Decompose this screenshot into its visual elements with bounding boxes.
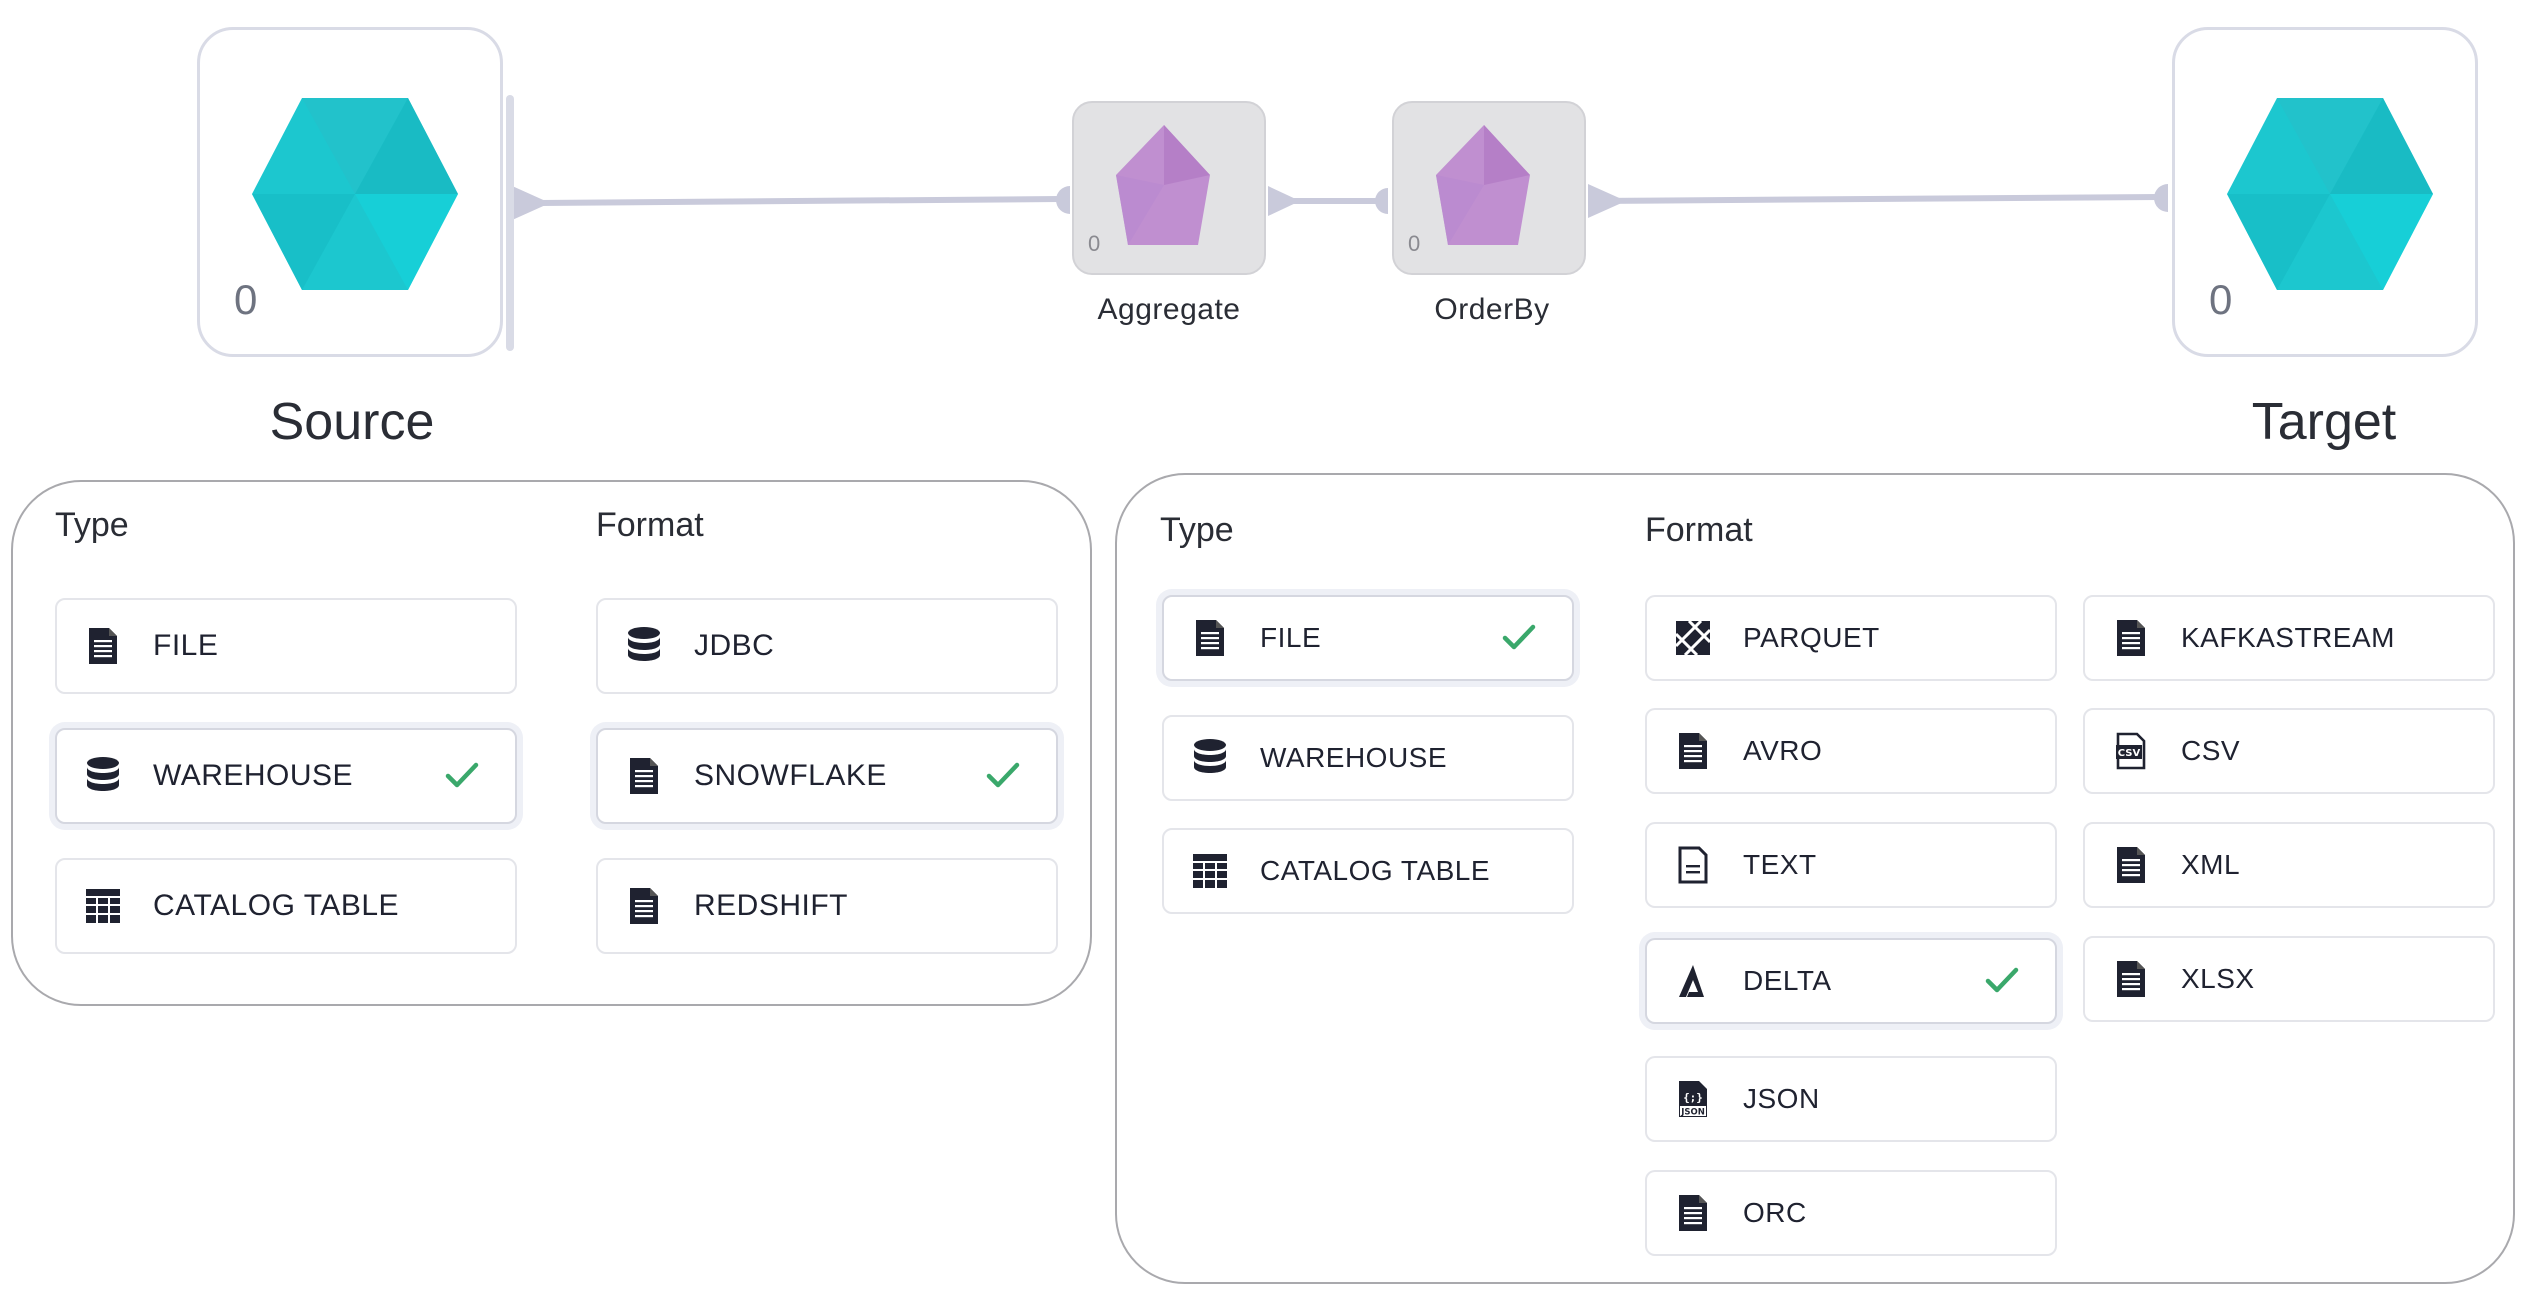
text-file-icon — [1673, 845, 1713, 885]
aggregate-count: 0 — [1088, 231, 1101, 256]
arrowhead — [1588, 184, 1626, 218]
type-column-label: Type — [1160, 511, 1234, 549]
target-type-file[interactable]: FILE — [1162, 595, 1574, 681]
file-icon — [1673, 731, 1713, 771]
check-icon — [1502, 623, 1536, 653]
source-format-redshift[interactable]: REDSHIFT — [596, 858, 1058, 954]
target-type-catalog-table[interactable]: CATALOG TABLE — [1162, 828, 1574, 914]
table-icon — [83, 886, 123, 926]
target-format-json[interactable]: JSON — [1645, 1056, 2057, 1142]
arrowhead — [1268, 186, 1300, 216]
target-format-xlsx[interactable]: XLSX — [2083, 936, 2495, 1022]
type-column-label: Type — [55, 506, 129, 544]
database-icon — [83, 756, 123, 796]
table-icon — [1190, 851, 1230, 891]
database-icon — [1190, 738, 1230, 778]
pentagon-gem-icon — [1116, 125, 1210, 245]
hexagon-gem-icon — [252, 98, 458, 290]
pentagon-gem-icon — [1436, 125, 1530, 245]
file-icon — [1673, 1193, 1713, 1233]
target-format-text[interactable]: TEXT — [1645, 822, 2057, 908]
target-node[interactable]: 0 — [2172, 27, 2478, 357]
file-icon — [2111, 845, 2151, 885]
check-icon — [986, 761, 1020, 791]
connector-source-aggregate — [539, 196, 1061, 206]
source-type-file[interactable]: FILE — [55, 598, 517, 694]
aggregate-title: Aggregate — [1097, 293, 1241, 326]
input-port — [1056, 186, 1070, 214]
source-config-panel: Type Format FILE WAREHOUSE CATALOG TABLE… — [11, 480, 1092, 1006]
arrowhead — [510, 185, 550, 221]
source-type-warehouse[interactable]: WAREHOUSE — [55, 728, 517, 824]
target-config-panel: Type Format FILE WAREHOUSE CATALOG TABLE… — [1115, 473, 2515, 1284]
target-format-parquet[interactable]: PARQUET — [1645, 595, 2057, 681]
file-icon — [1190, 618, 1230, 658]
delta-icon — [1673, 961, 1713, 1001]
target-format-kafkastream[interactable]: KAFKASTREAM — [2083, 595, 2495, 681]
target-format-avro[interactable]: AVRO — [1645, 708, 2057, 794]
file-icon — [624, 756, 664, 796]
source-type-catalog-table[interactable]: CATALOG TABLE — [55, 858, 517, 954]
format-column-label: Format — [596, 506, 704, 544]
output-port-bar — [506, 95, 514, 351]
source-format-snowflake[interactable]: SNOWFLAKE — [596, 728, 1058, 824]
source-title: Source — [269, 393, 435, 451]
database-icon — [624, 626, 664, 666]
target-type-warehouse[interactable]: WAREHOUSE — [1162, 715, 1574, 801]
file-icon — [624, 886, 664, 926]
orderby-count: 0 — [1408, 231, 1421, 256]
input-port — [2154, 184, 2168, 212]
source-count: 0 — [234, 276, 258, 323]
orderby-node[interactable]: 0 — [1392, 101, 1586, 275]
target-title: Target — [2251, 393, 2397, 451]
check-icon — [445, 761, 479, 791]
json-icon — [1673, 1079, 1713, 1119]
source-format-jdbc[interactable]: JDBC — [596, 598, 1058, 694]
orderby-title: OrderBy — [1434, 293, 1550, 326]
target-count: 0 — [2209, 276, 2233, 323]
connector-orderby-target — [1589, 194, 2161, 204]
target-format-xml[interactable]: XML — [2083, 822, 2495, 908]
target-format-orc[interactable]: ORC — [1645, 1170, 2057, 1256]
format-column-label: Format — [1645, 511, 1753, 549]
source-node[interactable]: 0 — [197, 27, 503, 357]
target-format-delta[interactable]: DELTA — [1645, 938, 2057, 1024]
file-icon — [2111, 959, 2151, 999]
target-format-csv[interactable]: CSV — [2083, 708, 2495, 794]
csv-icon — [2111, 731, 2151, 771]
input-port — [1375, 188, 1388, 214]
file-icon — [83, 626, 123, 666]
parquet-icon — [1673, 618, 1713, 658]
file-icon — [2111, 618, 2151, 658]
aggregate-node[interactable]: 0 — [1072, 101, 1266, 275]
hexagon-gem-icon — [2227, 98, 2433, 290]
check-icon — [1985, 966, 2019, 996]
